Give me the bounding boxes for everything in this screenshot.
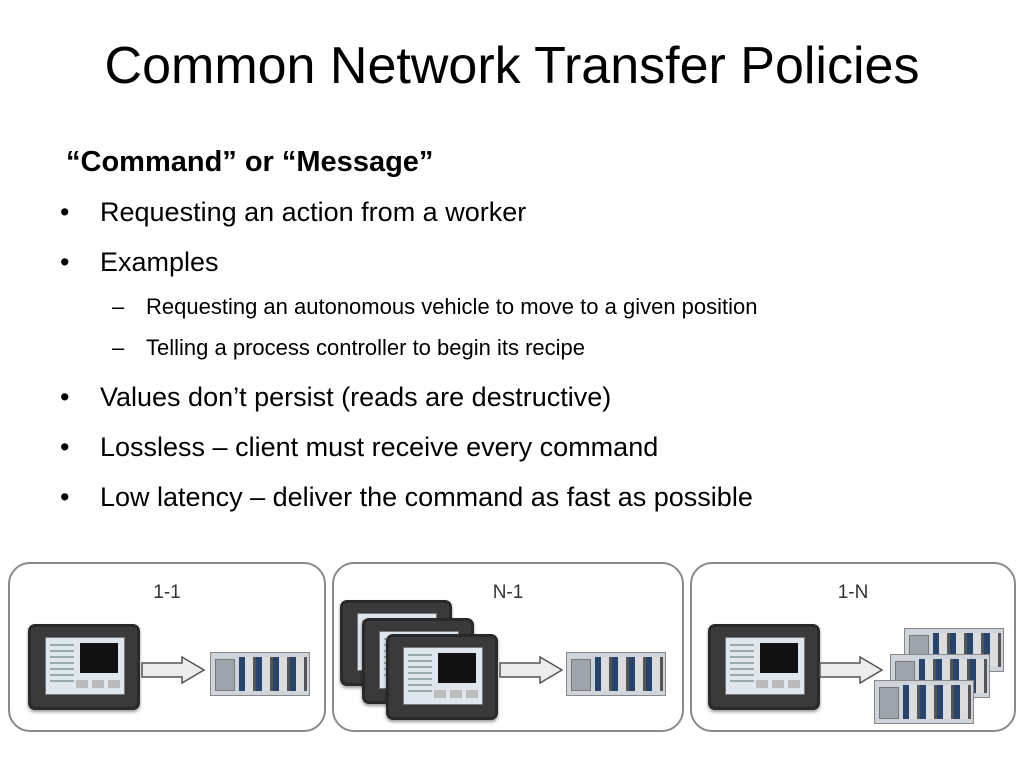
bullet-item: Low latency – deliver the command as fas…	[60, 480, 758, 514]
touch-panel-icon	[386, 634, 498, 720]
sub-bullet-item: Telling a process controller to begin it…	[60, 334, 758, 362]
diagram-panel-1-1: 1-1	[8, 562, 326, 732]
section-heading: “Command” or “Message”	[66, 146, 434, 178]
bullet-item: Examples	[60, 245, 758, 279]
diagram-label: N-1	[492, 582, 524, 603]
slide-title: Common Network Transfer Policies	[104, 37, 920, 95]
diagram-panel-n-1: N-1	[332, 562, 684, 732]
diagram-label: 1-N	[837, 582, 869, 603]
bullet-list: Requesting an action from a worker Examp…	[60, 195, 758, 514]
controller-chassis-icon	[874, 680, 974, 724]
controller-chassis-icon	[210, 652, 310, 696]
touch-panel-icon	[708, 624, 820, 710]
bullet-item: Values don’t persist (reads are destruct…	[60, 380, 758, 414]
touch-panel-icon	[28, 624, 140, 710]
bullet-item: Requesting an action from a worker	[60, 195, 758, 229]
diagram-label: 1-1	[153, 582, 181, 603]
arrow-right-icon	[499, 656, 564, 684]
controller-chassis-icon	[566, 652, 666, 696]
sub-bullet-item: Requesting an autonomous vehicle to move…	[60, 293, 758, 321]
bullet-item: Lossless – client must receive every com…	[60, 430, 758, 464]
arrow-right-icon	[819, 656, 884, 684]
arrow-right-icon	[141, 656, 206, 684]
diagram-panel-1-n: 1-N	[690, 562, 1016, 732]
